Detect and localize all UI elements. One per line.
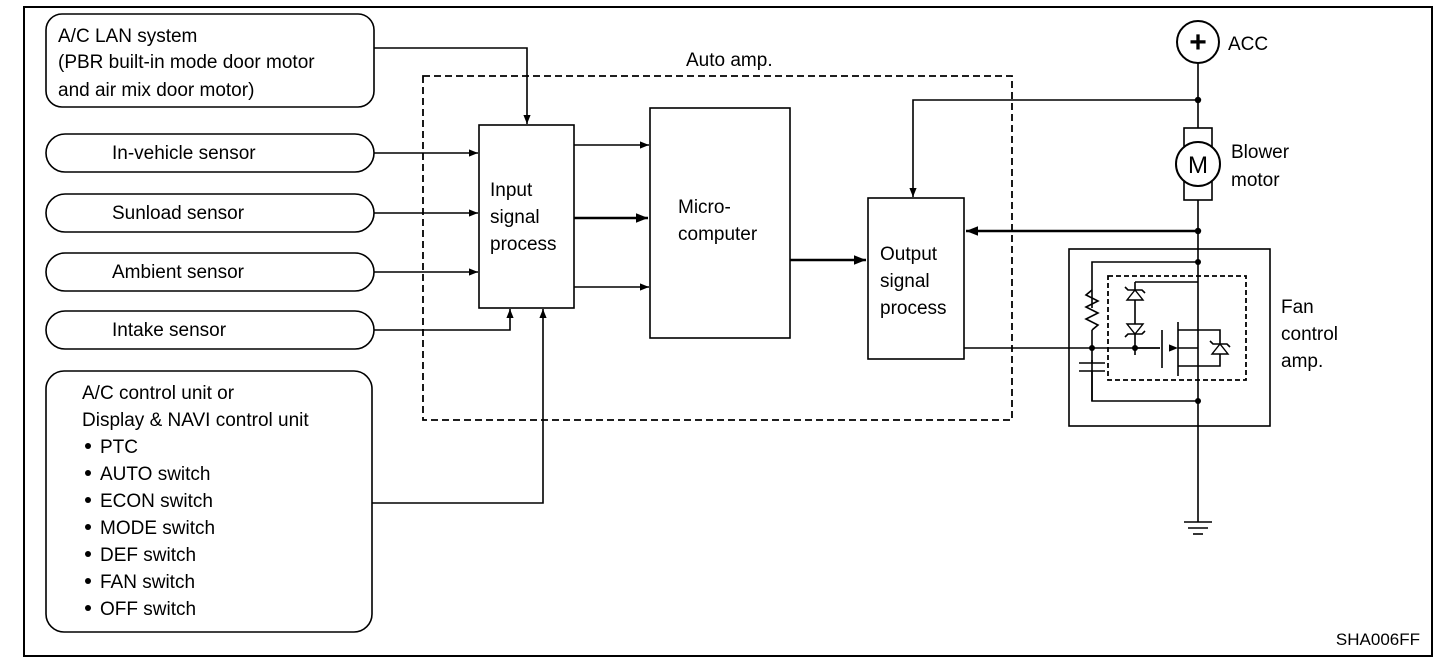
output-block-line1: Output: [880, 244, 938, 265]
sensor-label: Intake sensor: [112, 320, 227, 341]
junction-dot: [1194, 227, 1202, 235]
output-block-line2: signal: [880, 271, 930, 292]
control-item: DEF switch: [100, 545, 196, 566]
junction-dot: [1194, 96, 1202, 104]
input-block-line3: process: [490, 234, 557, 255]
auto-amp-boundary: [422, 75, 1013, 421]
sensor-label: In-vehicle sensor: [112, 143, 256, 164]
sensor-label: Ambient sensor: [112, 262, 245, 283]
output-signal-process-block: Output signal process: [867, 197, 965, 360]
junction-dot: [1195, 398, 1201, 404]
micro-block-line1: Micro-: [678, 197, 731, 218]
junction-dot: [1132, 345, 1138, 351]
sensor-ambient: Ambient sensor: [45, 252, 375, 292]
blower-motor-label-1: Blower: [1231, 142, 1290, 163]
junction-dot: [1195, 259, 1201, 265]
control-item: MODE switch: [100, 518, 215, 539]
control-item: ECON switch: [100, 491, 213, 512]
micro-block-line2: computer: [678, 224, 758, 245]
control-unit-items: PTC AUTO switch ECON switch MODE switch …: [85, 437, 215, 620]
lan-system-detail-1: (PBR built-in mode door motor: [58, 52, 315, 73]
auto-amp-label: Auto amp.: [686, 50, 773, 71]
fan-amp-label-3: amp.: [1281, 351, 1323, 372]
acc-power-symbol: +: [1176, 20, 1220, 64]
blower-motor-symbol: M: [1175, 127, 1221, 201]
fan-amp-label-1: Fan: [1281, 297, 1314, 318]
signal-lines: [372, 47, 1198, 504]
control-unit-title-2: Display & NAVI control unit: [82, 410, 309, 431]
input-block-line1: Input: [490, 180, 533, 201]
lan-system-title: A/C LAN system: [58, 26, 197, 47]
lan-system-detail-2: and air mix door motor): [58, 80, 254, 101]
ground-symbol: [1184, 521, 1212, 535]
fan-amp-label-2: control: [1281, 324, 1338, 345]
sensor-sunload: Sunload sensor: [45, 193, 375, 233]
junction-dot: [1089, 345, 1095, 351]
control-unit-title: A/C control unit or: [82, 383, 235, 404]
microcomputer-block: Micro- computer: [649, 107, 791, 339]
acc-label: ACC: [1228, 34, 1268, 55]
sensor-intake: Intake sensor: [45, 310, 375, 350]
output-block-line3: process: [880, 298, 947, 319]
control-item: FAN switch: [100, 572, 195, 593]
control-item: OFF switch: [100, 599, 196, 620]
fan-control-amp: [1068, 248, 1271, 427]
lan-system-box: A/C LAN system (PBR built-in mode door m…: [45, 13, 375, 108]
blower-motor-label-2: motor: [1231, 170, 1280, 191]
control-item: AUTO switch: [100, 464, 211, 485]
figure-code: SHA006FF: [1336, 630, 1420, 649]
input-block-line2: signal: [490, 207, 540, 228]
motor-m-symbol: M: [1188, 152, 1208, 179]
sensor-in-vehicle: In-vehicle sensor: [45, 133, 375, 173]
acc-plus-symbol: +: [1189, 26, 1207, 59]
input-signal-process-block: Input signal process: [478, 124, 575, 309]
control-unit-box: A/C control unit or Display & NAVI contr…: [45, 370, 373, 633]
sensor-label: Sunload sensor: [112, 203, 245, 224]
diagram-frame: [23, 6, 1433, 657]
control-item: PTC: [100, 437, 138, 458]
